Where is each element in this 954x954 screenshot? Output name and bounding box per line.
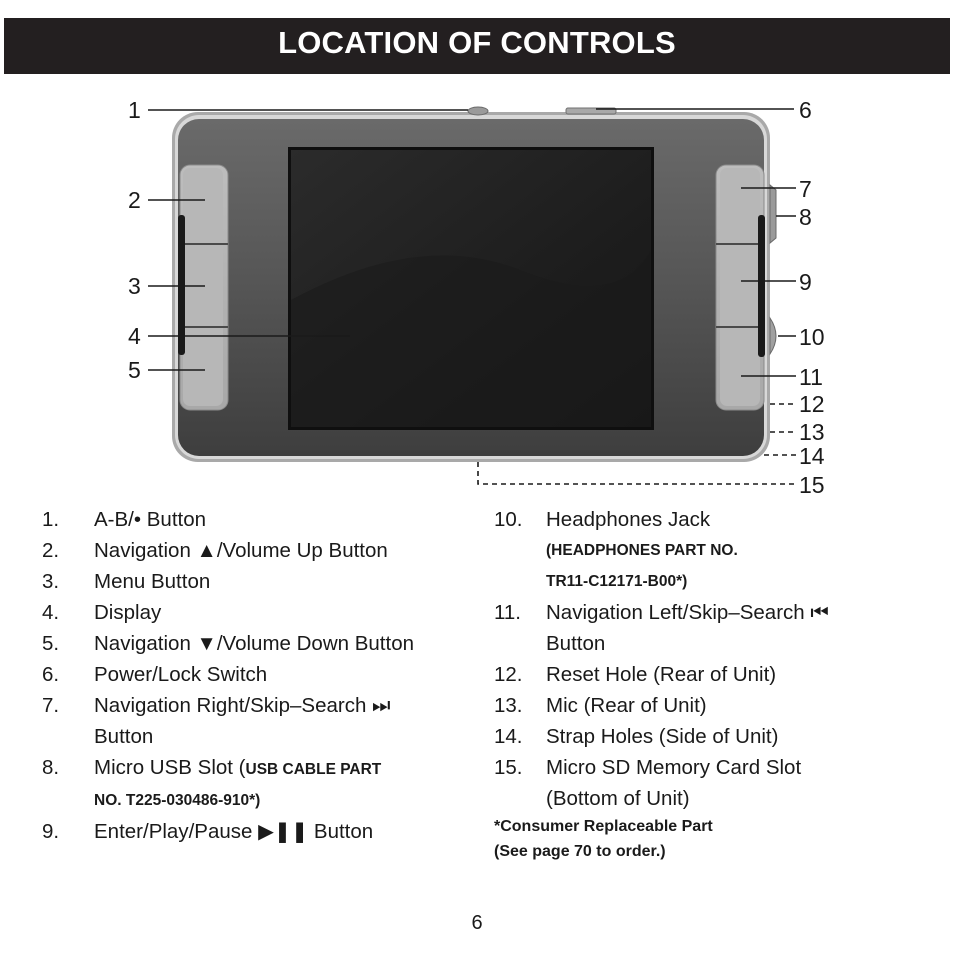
list-item: 12. Reset Hole (Rear of Unit) [494, 663, 777, 686]
callout-15: 15 [799, 472, 825, 498]
enter-play-pause-button[interactable] [720, 245, 760, 327]
callout-9: 9 [799, 269, 812, 295]
callout-6: 6 [799, 97, 812, 123]
callout-11: 11 [799, 364, 823, 390]
nav-up-volume-up-button[interactable] [183, 168, 223, 244]
callout-5: 5 [128, 357, 141, 383]
callout-1: 1 [128, 97, 141, 123]
callout-3: 3 [128, 273, 141, 299]
callout-8: 8 [799, 204, 812, 230]
display [288, 147, 654, 430]
page-number: 6 [471, 912, 483, 934]
callout-7: 7 [799, 176, 812, 202]
micro-usb-slot[interactable] [769, 183, 777, 245]
dashed-leaders [477, 403, 796, 485]
callout-14: 14 [799, 443, 825, 469]
nav-right-skip-button[interactable] [720, 168, 760, 244]
left-buttons [178, 164, 229, 411]
list-item: 4. Display [42, 601, 162, 624]
list-item: 11. Navigation Left/Skip–Search ⏮ Button [494, 601, 829, 655]
callout-4: 4 [128, 323, 141, 349]
callout-12: 12 [799, 391, 825, 417]
list-item: 10. Headphones Jack (HEADPHONES PART NO.… [494, 508, 738, 590]
callout-13: 13 [799, 419, 825, 445]
list-item: 7. Navigation Right/Skip–Search ⏭ Button [42, 694, 391, 748]
list-item: 6. Power/Lock Switch [42, 663, 268, 686]
footnote: *Consumer Replaceable Part (See page 70 … [494, 818, 713, 860]
list-item: 13. Mic (Rear of Unit) [494, 694, 707, 717]
callout-10: 10 [799, 324, 825, 350]
headphones-jack[interactable] [769, 316, 777, 356]
right-buttons [715, 164, 765, 411]
controls-list-right: 10. Headphones Jack (HEADPHONES PART NO.… [494, 504, 934, 864]
list-item: 2. Navigation ▲/Volume Up Button [42, 539, 388, 562]
callout-2: 2 [128, 187, 141, 213]
list-item: 14. Strap Holes (Side of Unit) [494, 725, 779, 748]
controls-list-left: 1. A-B/• Button 2. Navigation ▲/Volume U… [42, 504, 462, 847]
list-item: 3. Menu Button [42, 570, 211, 593]
list-item: 8. Micro USB Slot (USB CABLE PART NO. T2… [42, 756, 382, 809]
list-item: 9. Enter/Play/Pause ▶❚❚ Button [42, 820, 374, 843]
list-item: 5. Navigation ▼/Volume Down Button [42, 632, 414, 655]
ab-button[interactable] [467, 106, 489, 116]
list-item: 15. Micro SD Memory Card Slot (Bottom of… [494, 756, 802, 810]
list-item: 1. A-B/• Button [42, 508, 207, 531]
leader-lines [148, 108, 796, 377]
page-title: LOCATION OF CONTROLS [4, 18, 950, 74]
device-diagram: 1 2 3 4 5 6 7 8 9 10 11 12 13 14 15 [128, 97, 825, 498]
nav-down-volume-down-button[interactable] [183, 328, 223, 406]
nav-left-skip-button[interactable] [720, 328, 760, 406]
